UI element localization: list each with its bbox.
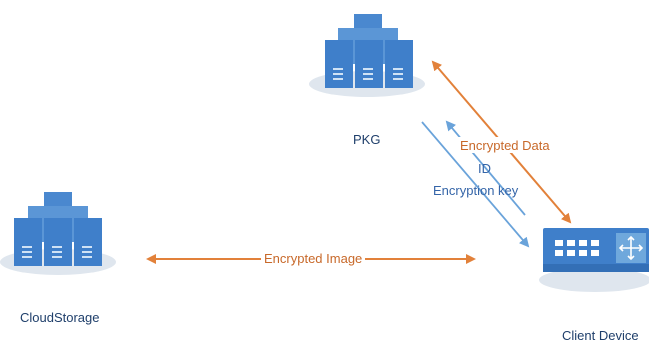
cloud-storage-server-icon bbox=[0, 192, 116, 275]
pkg-label: PKG bbox=[353, 132, 380, 147]
id-key-arrow-to-client bbox=[421, 121, 530, 248]
cloud-storage-label: CloudStorage bbox=[20, 310, 100, 325]
encrypted-data-label: Encrypted Data bbox=[460, 138, 550, 153]
client-device-switch-icon bbox=[539, 228, 649, 292]
encrypted-image-label: Encrypted Image bbox=[264, 251, 362, 266]
id-label: ID bbox=[478, 161, 491, 176]
encryption-key-label: Encryption key bbox=[433, 183, 519, 198]
client-device-label: Client Device bbox=[562, 328, 639, 341]
pkg-server-icon bbox=[309, 14, 425, 97]
